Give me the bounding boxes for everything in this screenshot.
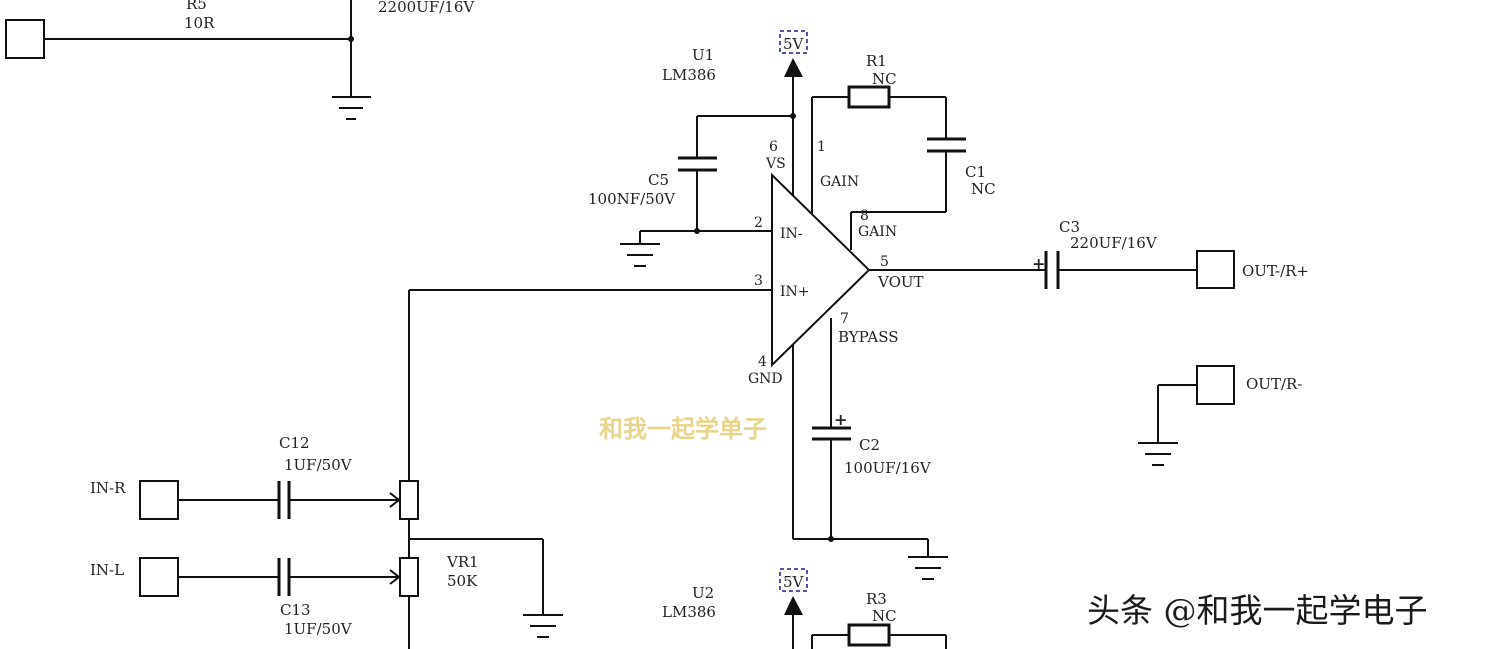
u2-value-label: LM386: [662, 603, 716, 621]
watermark-corner: 头条 @和我一起学电子: [1087, 591, 1428, 630]
out-negative-label: OUT/R-: [1246, 375, 1302, 393]
connector-in-l: [139, 557, 179, 597]
pin8-label: 8: [860, 208, 869, 224]
junction-dot: [694, 228, 700, 234]
c1-value-label: NC: [971, 180, 996, 198]
junction-dot: [828, 536, 834, 542]
pin5-label: 5: [880, 254, 889, 270]
out-positive-label: OUT-/R+: [1242, 262, 1309, 280]
r3-value-label: NC: [872, 607, 897, 625]
gain-network: R1 NC C1 NC 1 GAIN 8 GAIN: [811, 52, 996, 250]
op-amp-triangle: [771, 172, 871, 368]
u1-amplifier: U1 LM386: [662, 46, 871, 368]
r1-ref-label: R1: [866, 52, 887, 70]
ground-symbol: [1138, 442, 1178, 466]
net-flag-5v-top: 5V: [779, 30, 808, 77]
in-plus-wire: 3 IN+: [408, 273, 810, 481]
r5-section: R5 10R 2200UF/16V: [5, 0, 475, 120]
ground-symbol: [523, 614, 563, 638]
in-l-label: IN-L: [90, 561, 124, 579]
pin-gain8-label: GAIN: [858, 224, 897, 240]
power-arrow: [784, 596, 803, 615]
c1-ref-label: C1: [965, 163, 986, 181]
in-r-label: IN-R: [90, 479, 126, 497]
c12-ref-label: C12: [279, 434, 310, 452]
pin2-label: 2: [754, 215, 763, 231]
connector-in-r: [139, 480, 179, 520]
c2-plus-label: +: [834, 410, 847, 429]
vr1-upper-track: [399, 480, 419, 520]
c2-value-label: 100UF/16V: [844, 459, 932, 477]
net-flag-5v-bottom: [779, 568, 808, 592]
r3-resistor: [847, 623, 891, 647]
input-section: C12 1UF/50V IN-R VR1 50K IN-L C13 1UF/50…: [90, 434, 563, 649]
bypass-and-ground: + C2 100UF/16V 7 BYPASS 4 GND: [748, 311, 948, 580]
r3-ref-label: R3: [866, 590, 887, 608]
pin-inm-label: IN-: [780, 226, 803, 242]
u1-ref-label: U1: [692, 46, 714, 64]
ground-symbol: [620, 243, 660, 267]
vs-and-c5: C5 100NF/50V 6 VS: [588, 77, 796, 267]
r1-resistor: [847, 85, 891, 109]
vr1-value-label: 50K: [447, 572, 478, 590]
c5-ref-label: C5: [648, 171, 669, 189]
c2-ref-label: C2: [859, 436, 880, 454]
pin4-label: 4: [758, 354, 767, 370]
connector-out-negative: [1196, 365, 1235, 405]
u2-ref-label: U2: [692, 584, 714, 602]
c5-value-label: 100NF/50V: [588, 190, 676, 208]
c13-value-label: 1UF/50V: [284, 620, 353, 638]
ground-symbol: [908, 556, 948, 580]
vr1-lower-track: [399, 557, 419, 597]
net-5v-bottom-label: 5V: [783, 573, 805, 591]
pin-inp-label: IN+: [780, 284, 810, 300]
u2-section: U2 LM386 5V R3 NC: [662, 568, 947, 649]
junction-dot: [348, 36, 354, 42]
connector-pad-top-left: [5, 19, 45, 59]
pin7-label: 7: [840, 311, 849, 327]
c3-plus-label: +: [1032, 254, 1045, 273]
u1-value-label: LM386: [662, 66, 716, 84]
c3-ref-label: C3: [1059, 218, 1080, 236]
pin-gain1-label: GAIN: [820, 174, 859, 190]
output-section: + C3 220UF/16V OUT-/R+ 5 VOUT: [869, 218, 1309, 291]
r1-value-label: NC: [872, 70, 897, 88]
pin3-label: 3: [754, 273, 763, 289]
c12-value-label: 1UF/50V: [284, 456, 353, 474]
pin-gnd-label: GND: [748, 371, 783, 387]
pin6-label: 6: [769, 139, 778, 155]
c13-ref-label: C13: [280, 601, 311, 619]
pin-bypass-label: BYPASS: [838, 328, 899, 346]
watermark-center: 和我一起学单子: [599, 414, 767, 443]
c3-value-label: 220UF/16V: [1070, 234, 1158, 252]
r5-ref-label: R5: [186, 0, 207, 13]
power-arrow: [784, 58, 803, 77]
c-top-value-label: 2200UF/16V: [378, 0, 475, 16]
pin-vs-label: VS: [765, 156, 786, 172]
connector-out-positive: [1196, 250, 1235, 289]
ground-symbol: [332, 96, 371, 120]
r5-value-label: 10R: [184, 14, 215, 32]
pin-vout-label: VOUT: [877, 273, 924, 291]
pin1-label: 1: [817, 139, 826, 155]
vr1-ref-label: VR1: [446, 553, 479, 571]
net-5v-top-label: 5V: [783, 35, 805, 53]
out-negative-section: OUT/R-: [1138, 365, 1302, 466]
